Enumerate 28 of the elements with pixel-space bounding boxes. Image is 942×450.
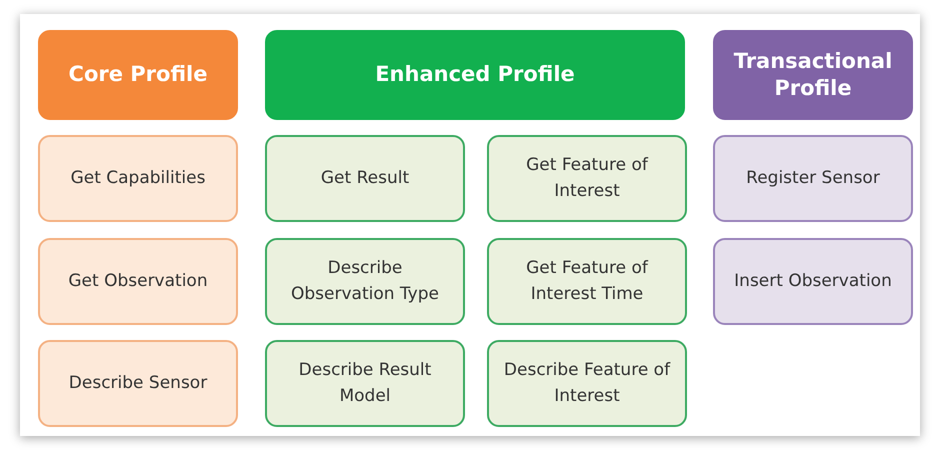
operation-box xyxy=(713,135,913,222)
profile-header xyxy=(713,30,913,120)
operation-box xyxy=(487,340,687,427)
operation-box xyxy=(265,238,465,325)
header-text: Enhanced Profile xyxy=(374,61,576,88)
operation-box xyxy=(487,238,687,325)
operation-box xyxy=(265,340,465,427)
operation-name: Describe Sensor xyxy=(68,372,208,395)
operation-box xyxy=(713,238,913,325)
operation-name: Get Result xyxy=(320,166,410,190)
operation-name: Get Feature of Interest Time xyxy=(525,257,650,306)
operation-box xyxy=(265,135,465,222)
operation-name: Get Capabilities xyxy=(70,166,206,190)
header-text: Transactional Profile xyxy=(732,48,894,102)
operation-name: Describe Feature of Interest xyxy=(502,359,672,408)
operation-box xyxy=(38,135,238,222)
header-text: Core Profile xyxy=(68,61,208,88)
operation-box xyxy=(38,340,238,427)
operation-box xyxy=(487,135,687,222)
operation-name: Get Observation xyxy=(67,270,209,293)
profile-header xyxy=(265,30,685,120)
operation-name: Get Feature of Interest xyxy=(525,154,650,202)
profile-header xyxy=(38,30,238,120)
operation-name: Insert Observation xyxy=(733,270,893,293)
operation-name: Describe Result Model xyxy=(298,359,432,408)
operation-box xyxy=(38,238,238,325)
operation-name: Register Sensor xyxy=(745,166,881,190)
operation-name: Describe Observation Type xyxy=(290,257,440,306)
